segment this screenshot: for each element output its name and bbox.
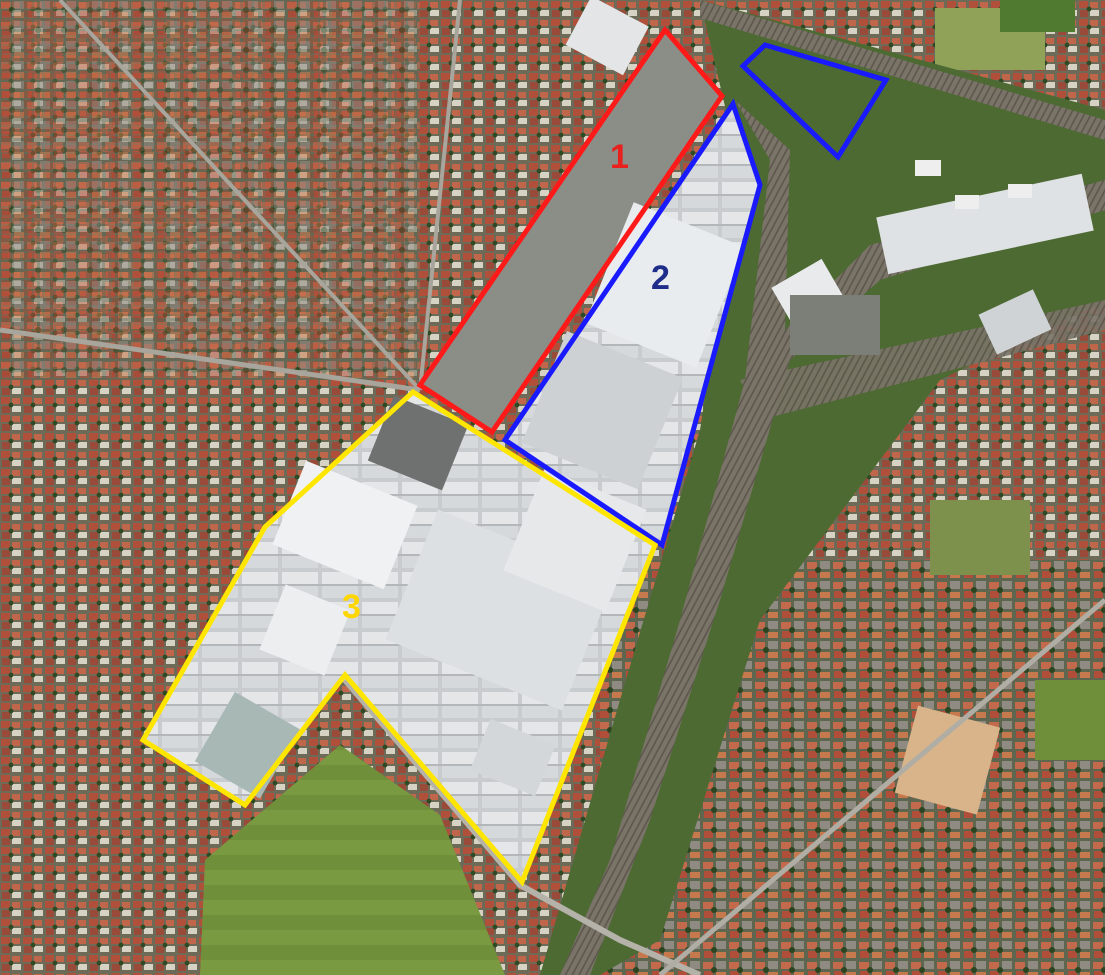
road-east [658,598,1105,975]
park-east [930,500,1030,575]
road-west-diagonal [0,327,421,393]
road-northwest [58,0,422,392]
school-grounds [894,705,1001,815]
warehouse-zone-3-dark [367,395,469,491]
warehouse-zone-2-south [522,331,683,490]
railway-tracks-northeast [700,0,1105,140]
zone-2-boundary [501,98,763,550]
road-main-south [342,678,702,975]
warehouse-zone-3-east [503,468,647,612]
industrial-zone-1-ground [420,30,722,432]
railway-tracks [560,100,1105,975]
station-building-5 [955,195,979,209]
zone-2-label: 2 [651,259,670,297]
sports-ground-north-2 [1000,0,1075,32]
station-building-4 [915,160,941,176]
station-building-3 [978,289,1052,355]
road-north [418,0,462,391]
zone-3-boundary [139,388,659,887]
zone-1-label: 1 [610,138,629,176]
zone-3-label: 3 [342,588,361,626]
station-building-1 [876,173,1094,275]
warehouse-southwest [194,691,300,799]
zone-1-boundary [416,25,726,436]
car-park [790,295,880,355]
warehouse-zone-2-north [585,202,745,368]
sports-field-south [200,745,505,975]
warehouse-zone-3-southeast [470,718,556,797]
zone-2-north-boundary [739,42,890,161]
sports-field-east [1035,680,1105,760]
building-north [565,0,649,76]
warehouse-zone-3-west [272,460,418,590]
warehouse-zone-3-south [259,584,351,676]
station-building-6 [1008,184,1032,198]
